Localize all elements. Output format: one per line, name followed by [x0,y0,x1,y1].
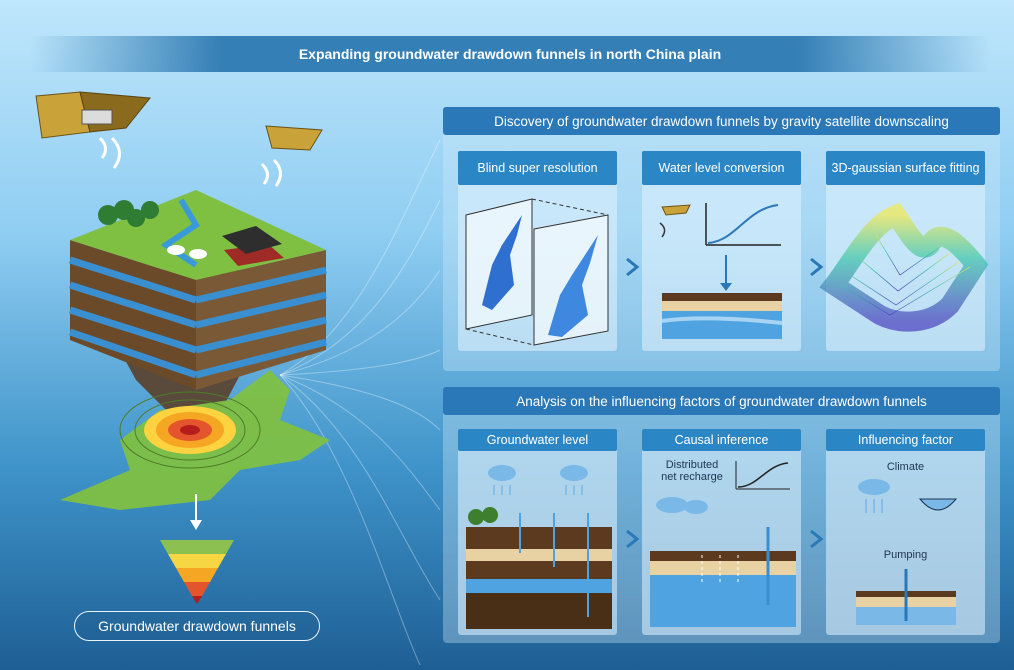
water-level-conversion-illustration [659,203,783,339]
pumping-icon [856,569,956,625]
page-title: Expanding groundwater drawdown funnels i… [30,36,990,72]
chevron-right-icon [626,529,640,549]
card-influencing-factor: Influencing factor Climate Pumping [826,429,985,635]
distributed-net-recharge-label: Distributed net recharge [661,459,723,483]
chevron-right-icon [626,257,640,277]
terrain-block-illustration [68,190,327,430]
discovery-panel: Discovery of groundwater drawdown funnel… [443,107,1000,371]
analysis-panel-heading: Analysis on the influencing factors of g… [443,387,1000,415]
super-resolution-maps-illustration [465,198,609,346]
north-china-plain-map [60,370,330,510]
card-title: Influencing factor [826,429,985,451]
card-title: Causal inference [642,429,801,451]
pumping-label: Pumping [883,549,928,561]
down-arrow-icon [190,494,202,530]
satellite-small-icon [260,125,323,187]
card-blind-super-resolution: Blind super resolution [458,151,617,351]
card-groundwater-level: Groundwater level [458,429,617,635]
gaussian-surface-illustration [819,202,989,332]
card-title: Groundwater level [458,429,617,451]
satellite-large-icon [35,91,151,169]
analysis-panel: Analysis on the influencing factors of g… [443,387,1000,643]
climate-icon [858,479,958,513]
card-title: Blind super resolution [458,151,617,185]
chevron-right-icon [810,257,824,277]
funnel-triangle-icon [160,540,234,604]
groundwater-drawdown-funnels-label: Groundwater drawdown funnels [74,611,320,641]
card-causal-inference: Causal inference Distributed net recharg… [642,429,801,635]
card-water-level-conversion: Water level conversion [642,151,801,351]
recharge-curve-icon [735,461,790,490]
causal-inference-illustration [650,497,796,627]
card-title: 3D-gaussian surface fitting [826,151,985,185]
groundwater-level-illustration [466,465,612,629]
discovery-panel-heading: Discovery of groundwater drawdown funnel… [443,107,1000,135]
card-3d-gaussian-surface-fitting: 3D-gaussian surface fitting [819,151,989,351]
climate-label: Climate [886,461,925,473]
card-title: Water level conversion [642,151,801,185]
chevron-right-icon [810,529,824,549]
